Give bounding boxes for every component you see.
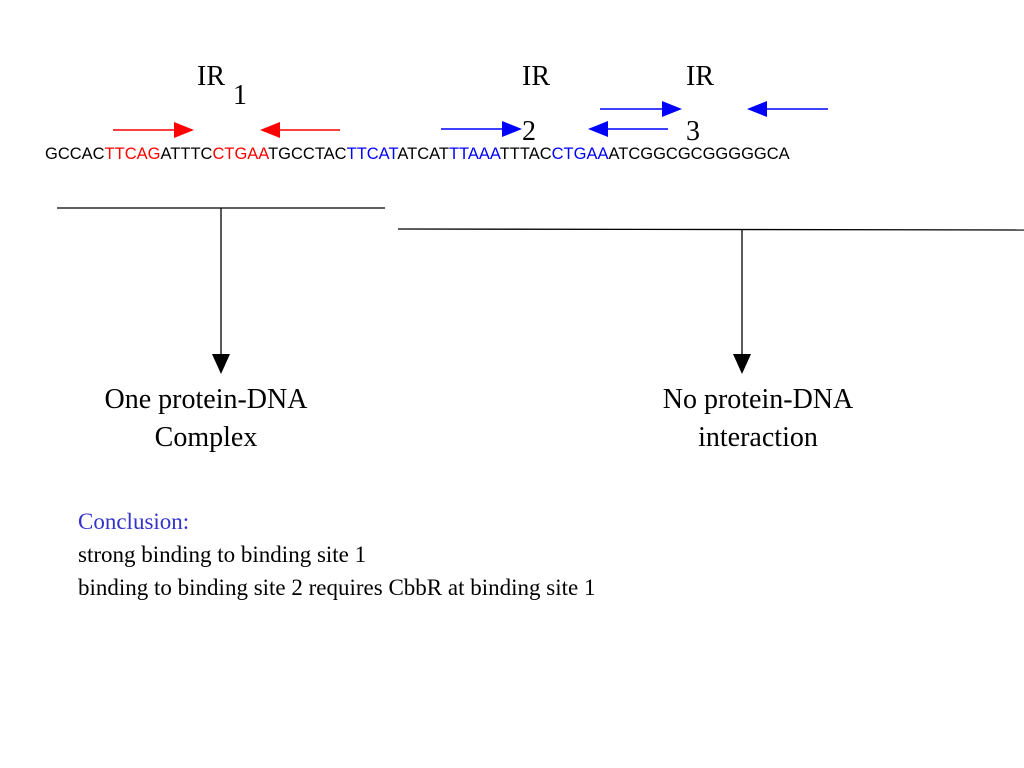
ir2-forward-arrow bbox=[441, 121, 522, 137]
left-outcome-line1: One protein-DNA bbox=[104, 384, 308, 415]
ir1-reverse-arrow bbox=[260, 122, 340, 138]
sequence-segment: ATTTC bbox=[160, 145, 213, 163]
sequence-segment: TTTAC bbox=[499, 145, 552, 163]
ir2-reverse-arrow bbox=[588, 121, 668, 137]
ir2-subscript: 2 bbox=[522, 116, 536, 147]
ir3-reverse-arrow bbox=[747, 101, 828, 117]
ir1-label: IR bbox=[197, 63, 225, 91]
ir3-subscript: 3 bbox=[686, 116, 700, 147]
sequence-segment: CTGAA bbox=[551, 145, 609, 163]
left-outcome-line2: Complex bbox=[154, 422, 258, 453]
ir3-forward-arrow bbox=[600, 101, 682, 117]
ir3-label: IR bbox=[686, 61, 714, 92]
ir1-forward-arrow bbox=[113, 122, 194, 138]
sequence-segment: ATCGGCGCGGGGGCA bbox=[608, 145, 790, 163]
right-outcome-line2: interaction bbox=[698, 422, 818, 453]
conclusion-line1: strong binding to binding site 1 bbox=[78, 542, 367, 567]
conclusion-line2: binding to binding site 2 requires CbbR … bbox=[78, 575, 596, 600]
sequence-segment: TTCAG bbox=[104, 145, 161, 163]
ir2-label: IR bbox=[522, 61, 550, 92]
left-down-arrow bbox=[212, 208, 230, 374]
ir1-subscript: 1 bbox=[233, 80, 247, 111]
sequence-segment: TTCAT bbox=[346, 145, 398, 163]
sequence-segment: CTGAA bbox=[212, 145, 269, 163]
right-fragment-line bbox=[397, 228, 1024, 231]
sequence-segment: TTAAA bbox=[448, 145, 500, 163]
conclusion-title: Conclusion: bbox=[78, 509, 190, 534]
sequence-segment: GCCAC bbox=[45, 145, 105, 163]
conclusion-block: Conclusion: strong binding to binding si… bbox=[78, 505, 595, 604]
right-outcome: No protein-DNA interaction bbox=[612, 381, 904, 457]
sequence-segment: TGCCTAC bbox=[268, 145, 347, 163]
left-outcome: One protein-DNA Complex bbox=[60, 381, 352, 457]
dna-sequence: GCCACTTCAGATTTCCTGAATGCCTACTTCATATCATTTA… bbox=[45, 145, 790, 163]
right-down-arrow bbox=[733, 230, 751, 374]
ir1-main-text: IR bbox=[197, 61, 225, 92]
right-outcome-line1: No protein-DNA bbox=[662, 384, 854, 415]
sequence-segment: ATCAT bbox=[397, 145, 449, 163]
